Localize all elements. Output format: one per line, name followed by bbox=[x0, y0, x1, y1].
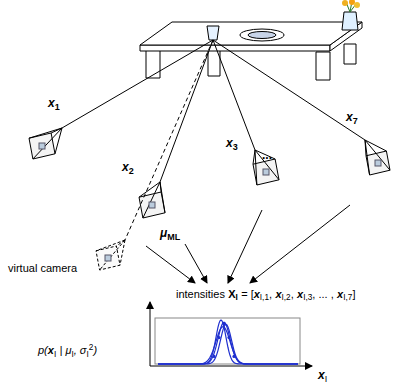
camera-edge bbox=[120, 240, 125, 265]
camera-edge bbox=[33, 128, 62, 159]
gaussian-curve bbox=[158, 327, 298, 364]
formula-part: I,2 bbox=[282, 293, 291, 302]
ray-label-part: x bbox=[122, 160, 129, 174]
formula-part: = [ bbox=[241, 288, 254, 300]
axis-label-part: x bbox=[48, 344, 54, 356]
formula-part: I,3 bbox=[303, 293, 312, 302]
gaussian-curve bbox=[158, 324, 298, 364]
gaussian-curve bbox=[158, 322, 298, 364]
sample-dot bbox=[217, 336, 220, 339]
sample-dot bbox=[227, 336, 230, 339]
camera-image bbox=[149, 202, 155, 208]
axis-label-part: ) bbox=[93, 344, 97, 356]
axis-label-part: p( bbox=[38, 344, 48, 356]
axis-label-part: I bbox=[325, 374, 328, 384]
axis-label-part: x bbox=[318, 368, 325, 382]
formula-part: x bbox=[337, 288, 343, 300]
virtual-camera bbox=[96, 240, 125, 270]
ray-label-part: μ bbox=[160, 226, 167, 240]
axis-label-part: 2 bbox=[89, 343, 94, 352]
camera-ray bbox=[160, 40, 213, 182]
virtual-ray bbox=[125, 40, 213, 240]
camera-image bbox=[263, 169, 269, 175]
formula-part: , bbox=[291, 288, 294, 300]
caption-text: virtual camera bbox=[8, 262, 77, 275]
ray-label-part: 3 bbox=[233, 142, 238, 152]
formula-part: , bbox=[269, 288, 272, 300]
formula-part: x bbox=[297, 288, 303, 300]
sample-dot bbox=[222, 322, 225, 325]
camera bbox=[29, 128, 62, 159]
caption-text-part: virtual camera bbox=[8, 262, 77, 274]
formula-part: I,7 bbox=[343, 293, 352, 302]
ray-label: x7 bbox=[346, 110, 358, 126]
axis-label-part: | μ bbox=[60, 344, 72, 356]
plot-axes bbox=[150, 302, 312, 366]
camera-ray bbox=[213, 40, 365, 140]
ray-label-part: ML bbox=[167, 232, 180, 242]
axis-label-part: I bbox=[87, 350, 89, 359]
formula-part: X bbox=[228, 288, 235, 300]
formula: intensitiesXI= [xI,1,xI,2,xI,3, ... ,xI,… bbox=[176, 288, 355, 303]
axis-label-part: , σ bbox=[74, 344, 87, 356]
formula-part: ] bbox=[352, 288, 355, 300]
formula-part: x bbox=[275, 288, 281, 300]
ellipsis: ... bbox=[262, 148, 272, 162]
flow-arrows bbox=[146, 205, 350, 283]
camera-image bbox=[375, 160, 381, 166]
sample-dot bbox=[232, 355, 235, 358]
ray-label-part: 1 bbox=[55, 102, 60, 112]
plate bbox=[248, 32, 276, 39]
camera-image bbox=[39, 143, 45, 149]
formula-part: intensities bbox=[176, 288, 225, 300]
ray-label-part: 2 bbox=[129, 166, 134, 176]
ray-label-part: x bbox=[48, 96, 55, 110]
camera bbox=[365, 140, 390, 175]
axis-label-part: I bbox=[54, 350, 56, 359]
camera-edge bbox=[160, 182, 165, 213]
formula-part: , ... , bbox=[312, 288, 333, 300]
ellipsis-part: ... bbox=[262, 148, 272, 162]
camera-edge bbox=[365, 140, 370, 175]
ray-label: μML bbox=[160, 226, 180, 242]
camera-edge bbox=[365, 140, 386, 151]
camera-edge bbox=[100, 240, 125, 270]
axis-label: p(xI| μI, σI2) bbox=[38, 343, 97, 359]
formula-part: I bbox=[236, 293, 238, 302]
camera-edge bbox=[143, 182, 160, 218]
ray-label: x2 bbox=[122, 160, 134, 176]
camera-edge bbox=[255, 150, 257, 185]
ray-label-part: 7 bbox=[353, 116, 358, 126]
ray-label: x3 bbox=[226, 136, 238, 152]
sample-dot bbox=[212, 355, 215, 358]
axis-label: xI bbox=[318, 368, 327, 384]
ray-label: x1 bbox=[48, 96, 60, 112]
formula-part: x bbox=[254, 288, 260, 300]
camera-ray bbox=[62, 40, 213, 128]
camera-body bbox=[139, 192, 165, 218]
plate bbox=[240, 29, 284, 41]
ray-label-part: x bbox=[226, 136, 233, 150]
formula-part: I,1 bbox=[260, 293, 269, 302]
camera bbox=[139, 182, 165, 218]
glass bbox=[207, 26, 219, 40]
table bbox=[140, 22, 362, 80]
axis-label-part: I bbox=[71, 350, 73, 359]
ray-label-part: x bbox=[346, 110, 353, 124]
gaussian-curve bbox=[158, 320, 298, 364]
camera-image bbox=[105, 255, 111, 261]
vase-with-flowers bbox=[342, 0, 360, 30]
camera-ray bbox=[213, 40, 255, 150]
